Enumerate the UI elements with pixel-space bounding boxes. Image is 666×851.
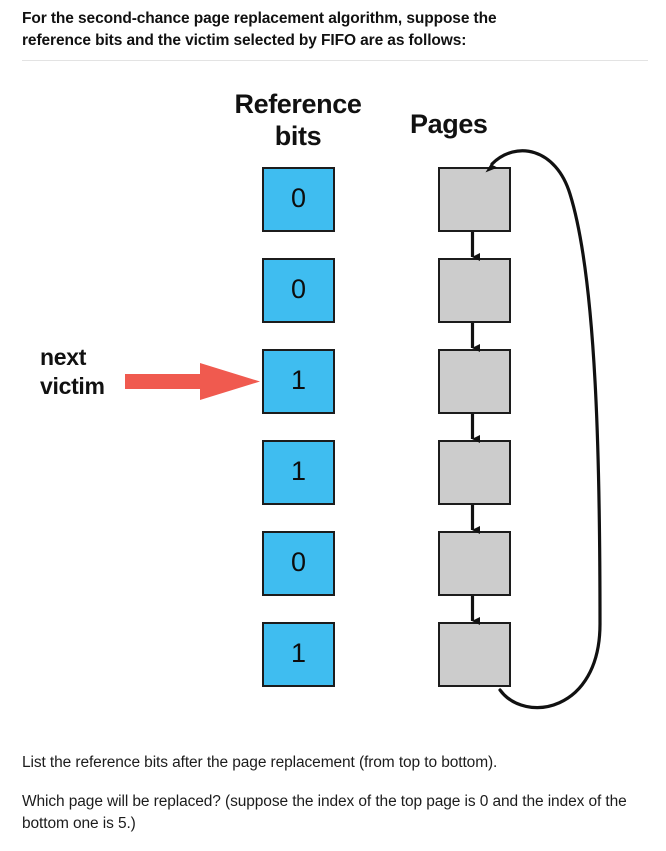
reference-bit-box: 0: [262, 531, 335, 596]
reference-bits-heading-line-1: Reference: [234, 89, 362, 119]
reference-bit-box: 1: [262, 349, 335, 414]
page-box: [438, 167, 511, 232]
pages-column-heading: Pages: [410, 109, 488, 139]
prompt-header-line-2: reference bits and the victim selected b…: [22, 32, 467, 49]
second-chance-diagram: Reference bits Pages next victim 0 0 1 1…: [0, 64, 666, 740]
questions-block: List the reference bits after the page r…: [22, 752, 648, 835]
page-box: [438, 349, 511, 414]
reference-bit-value: 1: [290, 638, 307, 668]
reference-bit-value: 0: [290, 183, 307, 213]
reference-bit-value: 0: [290, 274, 307, 304]
prompt-header-line-1: For the second-chance page replacement a…: [22, 10, 497, 27]
question-1: List the reference bits after the page r…: [22, 754, 498, 771]
page-box: [438, 258, 511, 323]
question-2: Which page will be replaced? (suppose th…: [22, 791, 648, 835]
reference-bits-heading-line-2: bits: [274, 121, 322, 151]
reference-bit-box: 1: [262, 622, 335, 687]
question-2-line-2: the index of the bottom one is 5.): [22, 793, 627, 832]
next-victim-label: next victim: [40, 343, 136, 401]
page-box: [438, 440, 511, 505]
reference-bit-box: 0: [262, 167, 335, 232]
next-victim-arrow: [125, 363, 260, 400]
page-box: [438, 531, 511, 596]
reference-bit-box: 1: [262, 440, 335, 505]
reference-bit-value: 0: [290, 547, 307, 577]
fifo-loop-arrow: [485, 149, 602, 710]
page-box: [438, 622, 511, 687]
reference-bits-column-heading: Reference bits: [198, 88, 398, 152]
prompt-header: For the second-chance page replacement a…: [22, 8, 646, 52]
header-divider: [22, 60, 648, 61]
reference-bit-value: 1: [290, 365, 307, 395]
reference-bit-value: 1: [290, 456, 307, 486]
diagram-connectors: [125, 149, 602, 710]
reference-bit-box: 0: [262, 258, 335, 323]
next-victim-label-line-2: victim: [40, 373, 105, 399]
question-2-line-1: Which page will be replaced? (suppose th…: [22, 793, 519, 810]
next-victim-label-line-1: next: [40, 344, 87, 370]
